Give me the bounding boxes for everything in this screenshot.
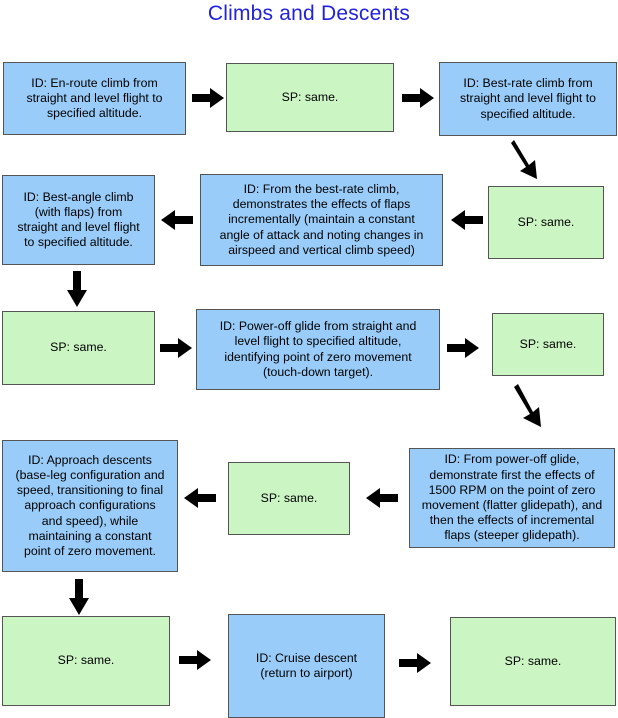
flow-node-sp-same-4[interactable]: SP: same. — [492, 313, 604, 376]
flow-node-glide-rpm-flaps[interactable]: ID: From power-off glide, demonstrate fi… — [409, 448, 615, 548]
flow-node-cruise-descent[interactable]: ID: Cruise descent (return to airport) — [228, 614, 385, 718]
arrow-left-icon — [160, 210, 194, 230]
arrow-down-right-icon — [510, 138, 550, 180]
flow-node-sp-same-3[interactable]: SP: same. — [2, 311, 155, 385]
flow-node-sp-same-2[interactable]: SP: same. — [488, 186, 604, 259]
arrow-left-icon — [450, 210, 484, 230]
arrow-right-icon — [446, 338, 480, 358]
page-title: Climbs and Descents — [207, 2, 411, 25]
arrow-right-icon — [178, 650, 212, 670]
arrow-right-icon — [159, 338, 193, 358]
arrow-down-right-icon — [512, 382, 552, 428]
flow-node-enroute-climb[interactable]: ID: En-route climb from straight and lev… — [3, 62, 186, 135]
arrow-down-icon — [68, 578, 90, 616]
flow-node-sp-same-6[interactable]: SP: same. — [2, 616, 170, 706]
flow-node-best-angle-climb[interactable]: ID: Best-angle climb (with flaps) from s… — [2, 175, 155, 265]
flow-node-sp-same-1[interactable]: SP: same. — [226, 63, 394, 132]
arrow-right-icon — [401, 88, 435, 108]
flow-node-approach-descents[interactable]: ID: Approach descents (base-leg configur… — [2, 440, 178, 572]
flow-node-flaps-effects[interactable]: ID: From the best-rate climb, demonstrat… — [200, 174, 443, 266]
arrow-down-icon — [66, 270, 88, 308]
flow-node-best-rate-climb[interactable]: ID: Best-rate climb from straight and le… — [439, 62, 617, 136]
arrow-right-icon — [191, 88, 225, 108]
arrow-right-icon — [398, 653, 432, 673]
flow-node-sp-same-7[interactable]: SP: same. — [450, 617, 616, 706]
arrow-left-icon — [183, 488, 217, 508]
flow-node-power-off-glide[interactable]: ID: Power-off glide from straight and le… — [196, 309, 440, 390]
arrow-left-icon — [365, 488, 399, 508]
flow-node-sp-same-5[interactable]: SP: same. — [228, 462, 350, 535]
